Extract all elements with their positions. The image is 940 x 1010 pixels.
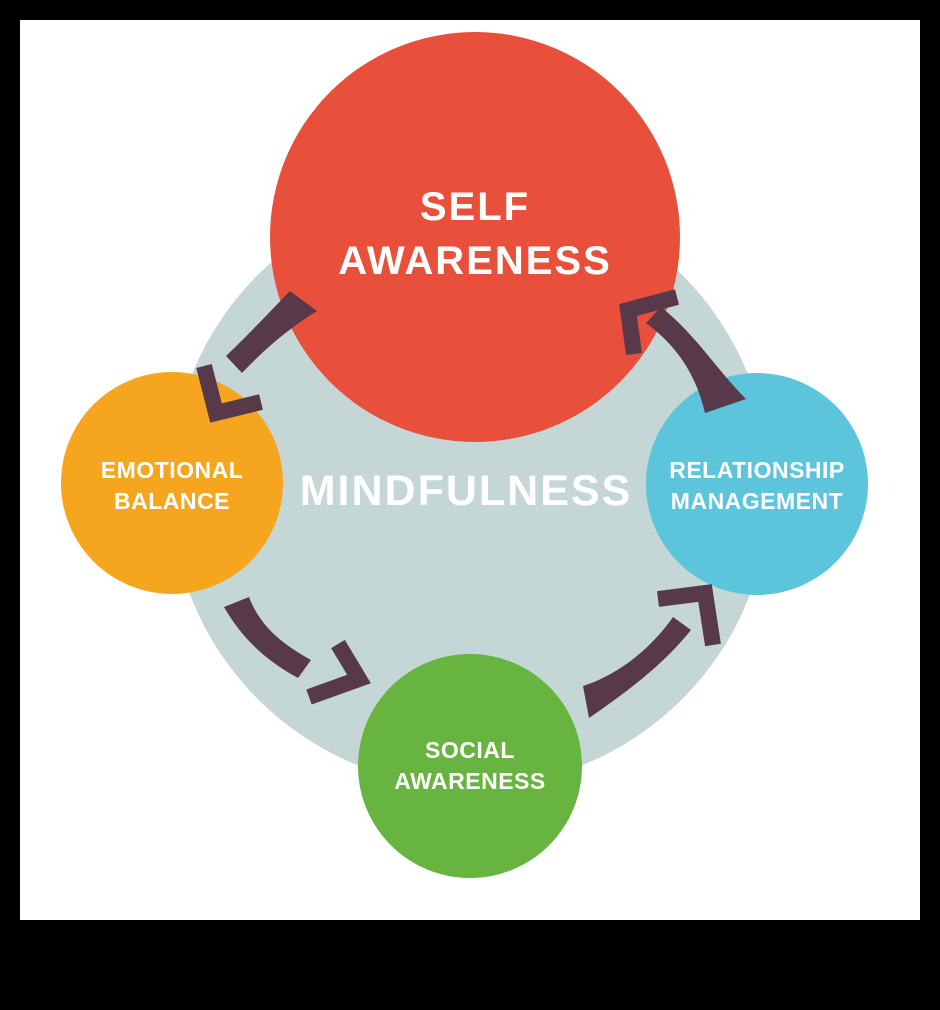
emotional-balance-label-line1: EMOTIONAL [101, 457, 244, 483]
social-awareness-circle [358, 654, 582, 878]
social-awareness-label-line1: SOCIAL [425, 737, 515, 763]
arrow-self-to-emotional-body [226, 291, 317, 373]
relationship-management-circle [646, 373, 868, 595]
relationship-management-label-line1: RELATIONSHIP [669, 457, 845, 483]
arrow-relationship-to-self-head [619, 289, 680, 356]
emotional-balance-circle [61, 372, 283, 594]
self-awareness-label-line1: SELF [420, 185, 530, 229]
relationship-management-label-line2: MANAGEMENT [671, 488, 843, 514]
self-awareness-circle [270, 32, 680, 442]
arrow-emotional-to-social-body [224, 597, 311, 678]
arrow-social-to-relationship-head [656, 584, 721, 647]
arrow-relationship-to-self-body [646, 307, 746, 413]
arrow-social-to-relationship [583, 584, 721, 718]
arrow-self-to-emotional-head [196, 364, 263, 423]
social-awareness-label-line2: AWARENESS [394, 768, 545, 794]
emotional-balance-label-line2: BALANCE [114, 488, 230, 514]
arrow-emotional-to-social-head [306, 639, 371, 705]
arrow-relationship-to-self [619, 289, 746, 413]
arrow-social-to-relationship-body [583, 617, 691, 718]
arrow-self-to-emotional [196, 291, 317, 423]
self-awareness-label-line2: AWARENESS [338, 239, 612, 283]
mindfulness-label: MINDFULNESS [300, 467, 633, 515]
arrow-emotional-to-social [224, 597, 371, 705]
